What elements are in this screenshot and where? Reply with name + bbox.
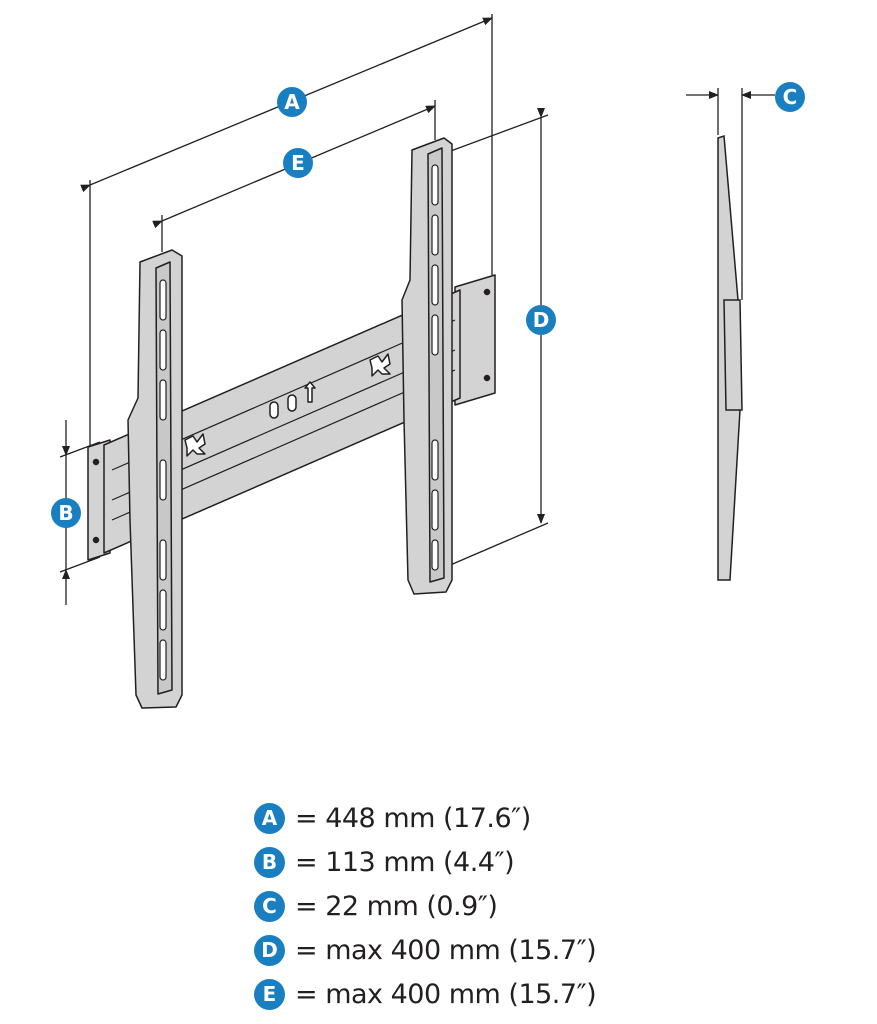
legend-row-e: E = max 400 mm (15.7″) [254,972,597,1016]
legend-row-a: A = 448 mm (17.6″) [254,796,596,840]
badge-a: A [254,802,285,834]
badge-d: D [254,934,285,966]
mount-side-view [717,134,743,581]
label-c-text: C [783,85,798,109]
label-b-text: B [58,501,73,525]
legend-row-c: C = 22 mm (0.9″) [254,884,596,928]
legend-row-b: B = 113 mm (4.4″) [254,840,596,884]
legend-text: = max 400 mm (15.7″) [295,934,597,966]
label-e-badge: E [283,148,313,178]
label-d-text: D [533,308,550,332]
label-a-badge: A [277,87,307,117]
badge-e: E [254,978,285,1010]
dimension-b [59,420,101,605]
legend-text: = 448 mm (17.6″) [295,802,531,834]
label-d-badge: D [526,305,556,335]
badge-b: B [254,846,285,878]
dimension-c [686,88,775,300]
legend-text: = 113 mm (4.4″) [295,846,515,878]
badge-c: C [254,890,285,922]
label-a-text: A [284,90,300,114]
legend-text: = 22 mm (0.9″) [295,890,498,922]
wall-mount-diagram: A E D B C [51,14,805,709]
legend-text: = max 400 mm (15.7″) [295,978,597,1010]
label-e-text: E [291,151,305,175]
label-c-badge: C [775,82,805,112]
label-b-badge: B [51,498,81,528]
dimension-legend: A = 448 mm (17.6″) B = 113 mm (4.4″) C = 22… [254,796,597,1016]
legend-row-d: D = max 400 mm (15.7″) [254,928,597,972]
mount-front-view [87,137,496,709]
